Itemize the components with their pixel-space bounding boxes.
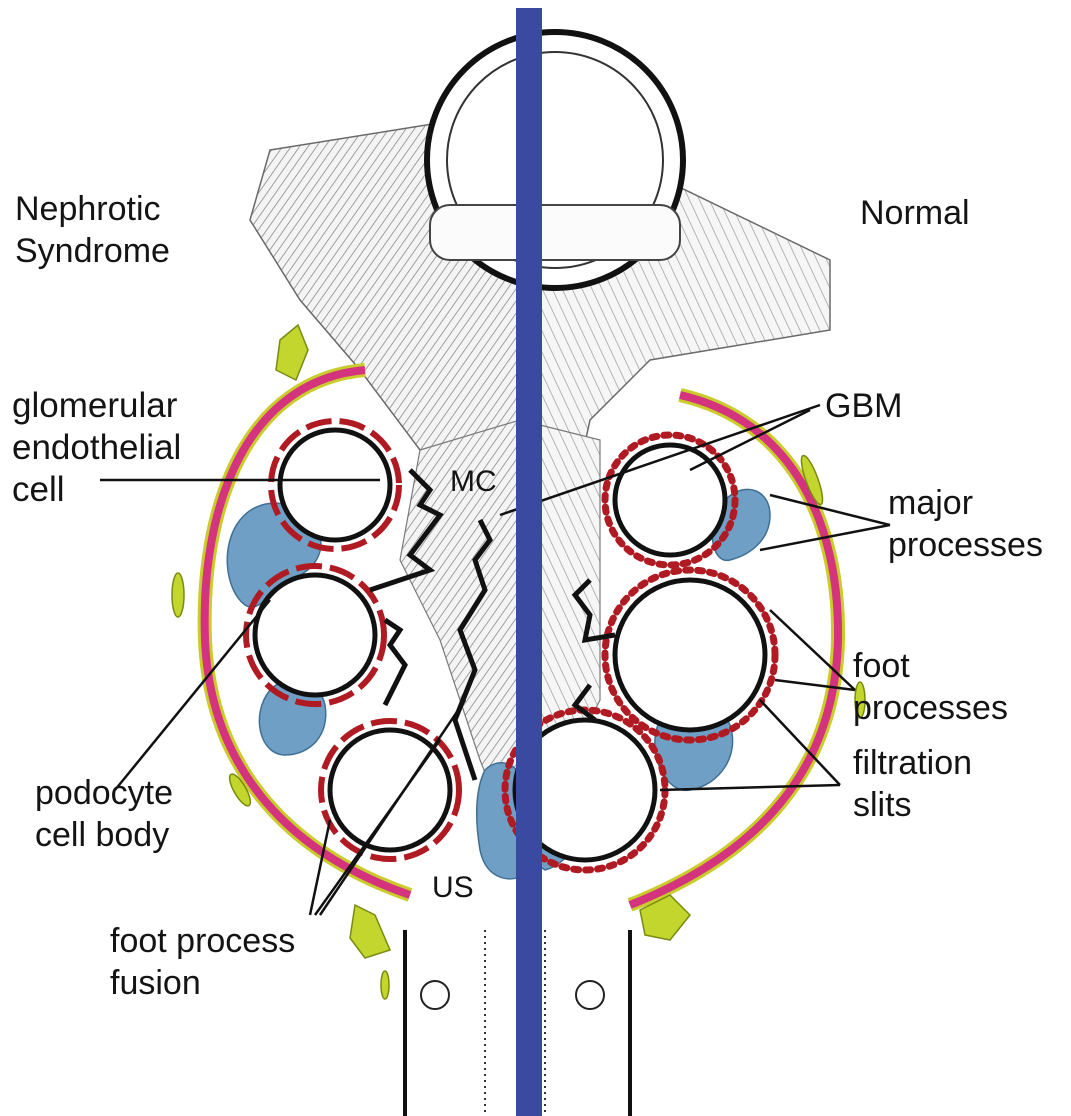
- label-mc: MC: [450, 462, 497, 502]
- label-filtration-slits: filtration slits: [853, 742, 972, 826]
- label-normal: Normal: [860, 192, 970, 234]
- label-foot-processes: foot processes: [853, 645, 1008, 729]
- divider-bar: [516, 8, 542, 1116]
- label-foot-process-fusion: foot process fusion: [110, 920, 295, 1004]
- label-nephrotic-syndrome: Nephrotic Syndrome: [15, 188, 170, 272]
- label-us: US: [432, 868, 474, 908]
- arteriole: [427, 32, 683, 288]
- label-glomerular-endothelial-cell: glomerular endothelial cell: [12, 385, 181, 511]
- label-gbm: GBM: [825, 385, 902, 427]
- label-major-processes: major processes: [888, 482, 1043, 566]
- label-podocyte-cell-body: podocyte cell body: [35, 772, 173, 856]
